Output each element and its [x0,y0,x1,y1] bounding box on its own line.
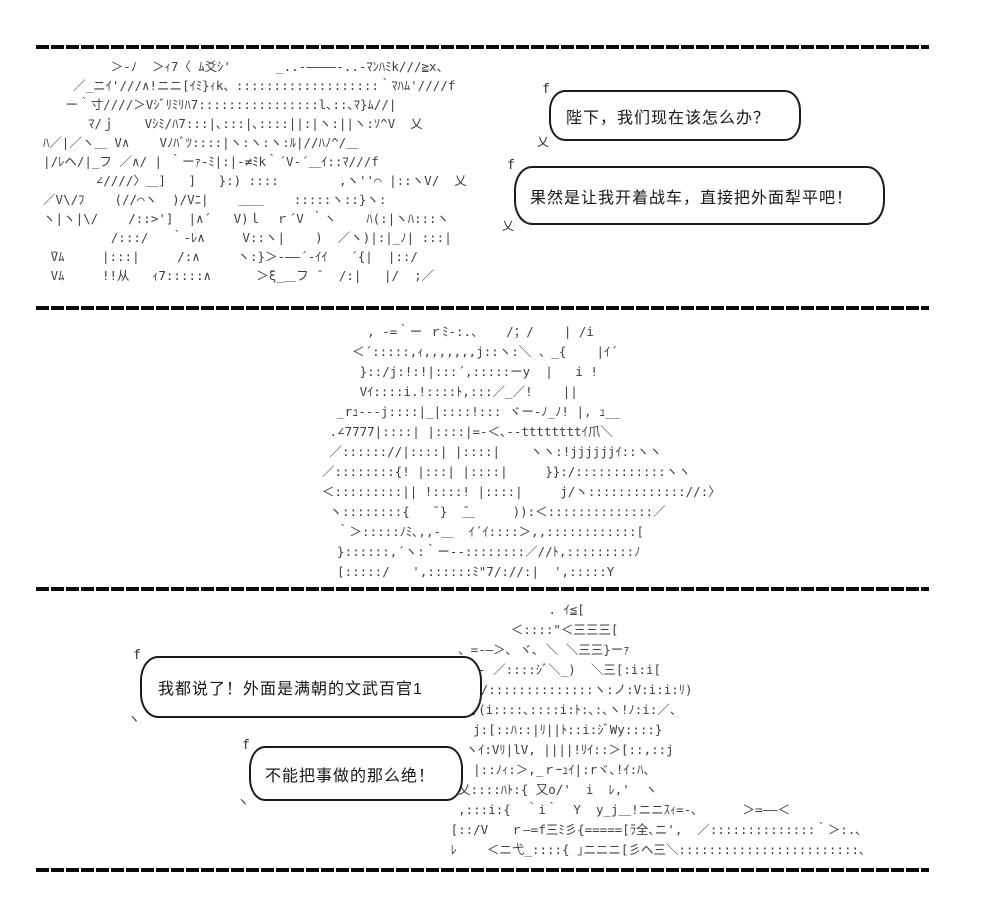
panel-3-ascii-art: . ｲ≦[ ＜::::"＜三三三[ 、=-―＞､ ヾ､ ＼ ＼三三}ーｧ ヽ -… [450,602,866,857]
bubble-2-text: 果然是让我开着战车，直接把外面犁平吧！ [530,189,854,207]
panel-separator [36,587,929,591]
bubble-tail-top: f [133,648,141,663]
bubble-4-text: 不能把事做的那么绝！ [265,767,436,785]
panel-separator [36,306,929,310]
panel-separator [36,868,929,872]
bubble-tail-top: f [542,82,550,97]
speech-bubble-2: f 果然是让我开着战车，直接把外面犁平吧！ 乂 [502,158,885,233]
panel-1-ascii-art: ＞-ﾉ ＞ｨ7〈 ﾑ爻ｼ' _..-――――-..-ﾏﾝﾊﾐk///≧x、 ／_… [43,59,467,283]
bubble-3-text: 我都说了！外面是满朝的文武百官1 [158,681,423,698]
bubble-1-text: 陛下，我们现在该怎么办？ [566,109,771,127]
bubble-tail-bottom: ヽ [128,712,141,726]
bubble-tail-top: f [507,158,515,173]
speech-bubble-3: f 我都说了！外面是满朝的文武百官1 ヽ [128,648,482,726]
bubble-tail-bottom: 乂 [502,219,515,233]
panel-separator [36,45,929,49]
bubble-tail-bottom: ヽ [237,795,250,809]
bubble-tail-bottom: 乂 [537,135,550,149]
speech-bubble-1: f 陛下，我们现在该怎么办？ 乂 [537,82,801,149]
bubble-tail-top: f [242,738,250,753]
speech-bubble-4: f 不能把事做的那么绝！ ヽ [237,738,463,809]
panel-2-ascii-art: , -=｀ー ｒﾐ-:.、 /；/ | /i ＜´:::::,ｨ,,,,,,,j… [322,324,721,579]
